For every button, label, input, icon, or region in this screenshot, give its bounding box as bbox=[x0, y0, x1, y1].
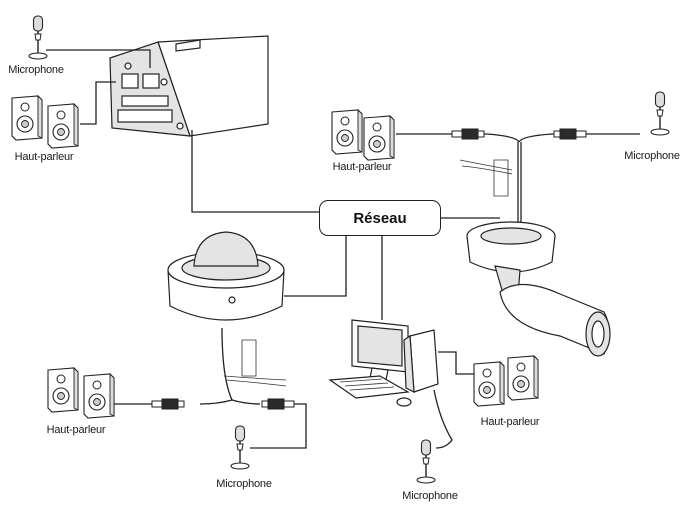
pc-speaker-label: Haut-parleur bbox=[480, 416, 540, 428]
network-label: Réseau bbox=[353, 209, 407, 227]
speaker-icon bbox=[331, 109, 363, 155]
microphone-icon bbox=[28, 15, 48, 60]
speaker-icon bbox=[11, 95, 43, 141]
speaker-icon bbox=[83, 373, 115, 419]
microphone-icon bbox=[230, 425, 250, 470]
speaker-icon bbox=[507, 355, 539, 401]
pc-icon bbox=[328, 319, 439, 407]
pc-microphone-label: Microphone bbox=[402, 490, 458, 502]
box-camera-microphone-label: Microphone bbox=[8, 64, 64, 76]
speaker-icon bbox=[47, 367, 79, 413]
network-box: Réseau bbox=[319, 200, 441, 236]
dome-camera-icon bbox=[167, 231, 287, 401]
bullet-camera-microphone-label: Microphone bbox=[624, 150, 680, 162]
dome-camera-speaker-label: Haut-parleur bbox=[46, 424, 106, 436]
dome-camera-microphone-label: Microphone bbox=[216, 478, 272, 490]
bullet-camera-speaker-label: Haut-parleur bbox=[332, 161, 392, 173]
microphone-icon bbox=[416, 439, 436, 484]
speaker-icon bbox=[363, 115, 395, 161]
box-camera-speaker-label: Haut-parleur bbox=[14, 151, 74, 163]
microphone-icon bbox=[650, 91, 670, 136]
bullet-camera-icon bbox=[459, 142, 611, 357]
box-camera-icon bbox=[109, 35, 269, 137]
speaker-icon bbox=[473, 361, 505, 407]
speaker-icon bbox=[47, 103, 79, 149]
